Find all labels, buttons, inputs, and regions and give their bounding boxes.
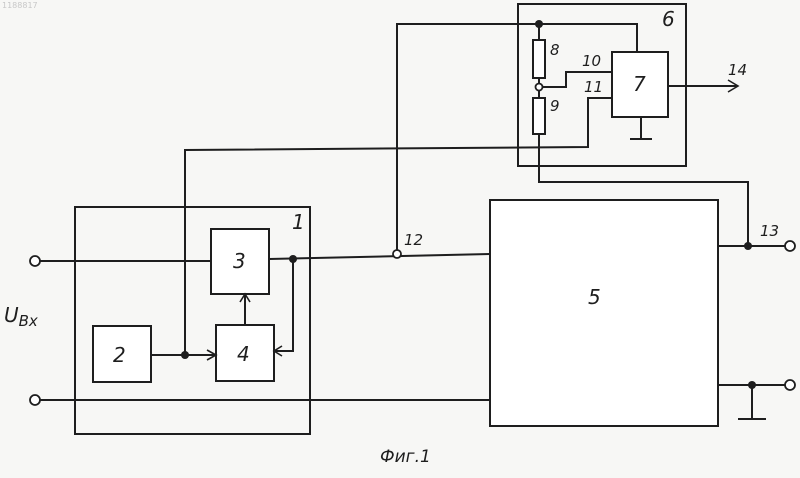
- label-node-11: 11: [584, 78, 603, 96]
- label-resistor-8: 8: [550, 41, 560, 59]
- input-terminal-bottom: [30, 395, 40, 405]
- label-node-14: 14: [728, 61, 747, 79]
- label-block-3: 3: [233, 249, 246, 273]
- label-block-4: 4: [237, 342, 250, 366]
- block-5: [490, 200, 718, 426]
- input-voltage-subscript: Bx: [19, 312, 38, 330]
- output-terminal-bottom: [785, 380, 795, 390]
- output-terminal-13: [785, 241, 795, 251]
- label-block-6: 6: [662, 7, 675, 31]
- label-resistor-9: 9: [550, 97, 560, 115]
- wire-feedback-4: [274, 259, 293, 351]
- label-block-7: 7: [633, 72, 646, 96]
- input-terminal-top: [30, 256, 40, 266]
- wire-3-to-5: [269, 254, 490, 259]
- label-block-1: 1: [292, 210, 305, 234]
- junction-13: [744, 242, 752, 250]
- junction-2-4: [181, 351, 189, 359]
- doc-number: 1188817: [2, 1, 38, 10]
- figure-caption: Фиг.1: [380, 447, 431, 467]
- junction-bottom-out: [748, 381, 756, 389]
- label-node-12: 12: [404, 231, 423, 249]
- resistor-9: [533, 98, 545, 134]
- label-node-13: 13: [760, 222, 779, 240]
- label-block-2: 2: [113, 343, 126, 367]
- label-block-5: 5: [588, 285, 601, 309]
- input-voltage-symbol: U: [4, 303, 19, 327]
- junction-mid-resistors: [536, 84, 543, 91]
- resistor-8: [533, 40, 545, 78]
- input-voltage-label: UBx: [4, 303, 38, 330]
- node-12-marker: [393, 250, 401, 258]
- label-node-10: 10: [582, 52, 601, 70]
- junction-top-6: [535, 20, 543, 28]
- junction-3-out: [289, 255, 297, 263]
